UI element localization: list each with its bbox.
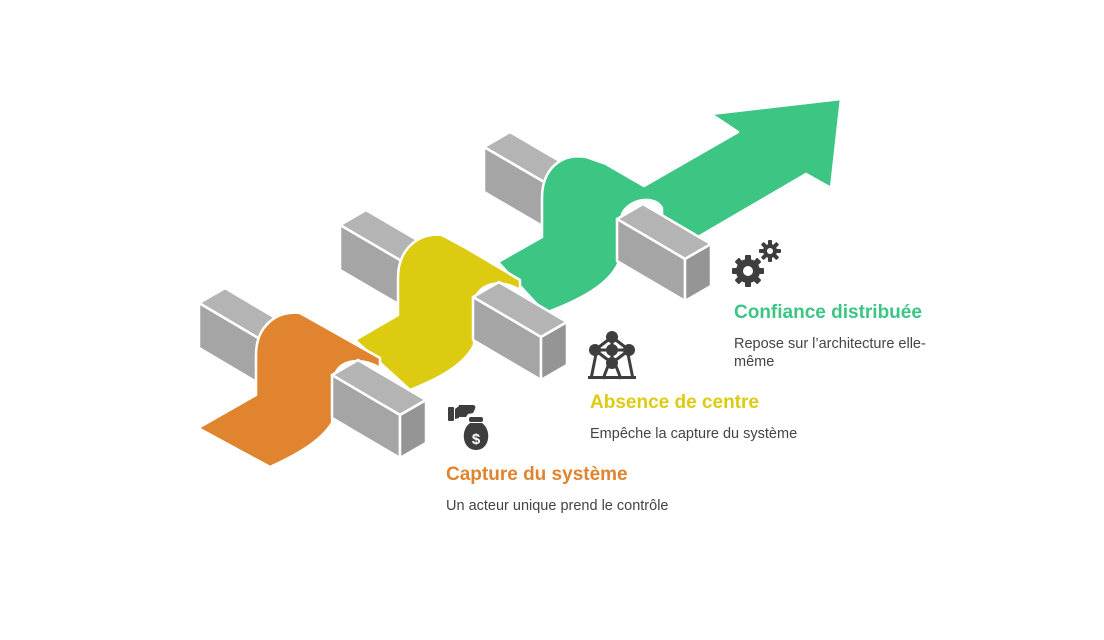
step-title: Absence de centre [590, 392, 759, 413]
step-confiance-distribuee: Confiance distribuée Repose sur l’archit… [734, 301, 939, 371]
step-description: Empêche la capture du système [590, 426, 798, 442]
svg-text:$: $ [472, 431, 481, 448]
atomium-icon [588, 331, 636, 380]
ribbon-orange [196, 311, 382, 469]
block-front-orange [330, 358, 428, 460]
step-capture-du-systeme: Capture du système Un acteur unique pren… [446, 463, 706, 515]
block-front-yellow [471, 280, 569, 382]
step-title: Confiance distribuée [734, 302, 922, 323]
block-face-side [398, 398, 428, 460]
gears-icon [732, 240, 781, 287]
step-title: Capture du système [446, 464, 628, 485]
step-description: Repose sur l’architecture elle-même [734, 336, 926, 370]
block-face-side [539, 320, 569, 382]
block-front-green [615, 202, 713, 303]
block-face-side [683, 242, 713, 303]
ribbon-green-arrow [496, 97, 843, 315]
step-description: Un acteur unique prend le contrôle [446, 498, 669, 514]
step-absence-de-centre: Absence de centre Empêche la capture du … [590, 391, 850, 443]
money-bag-hand-icon: $ [448, 405, 489, 450]
